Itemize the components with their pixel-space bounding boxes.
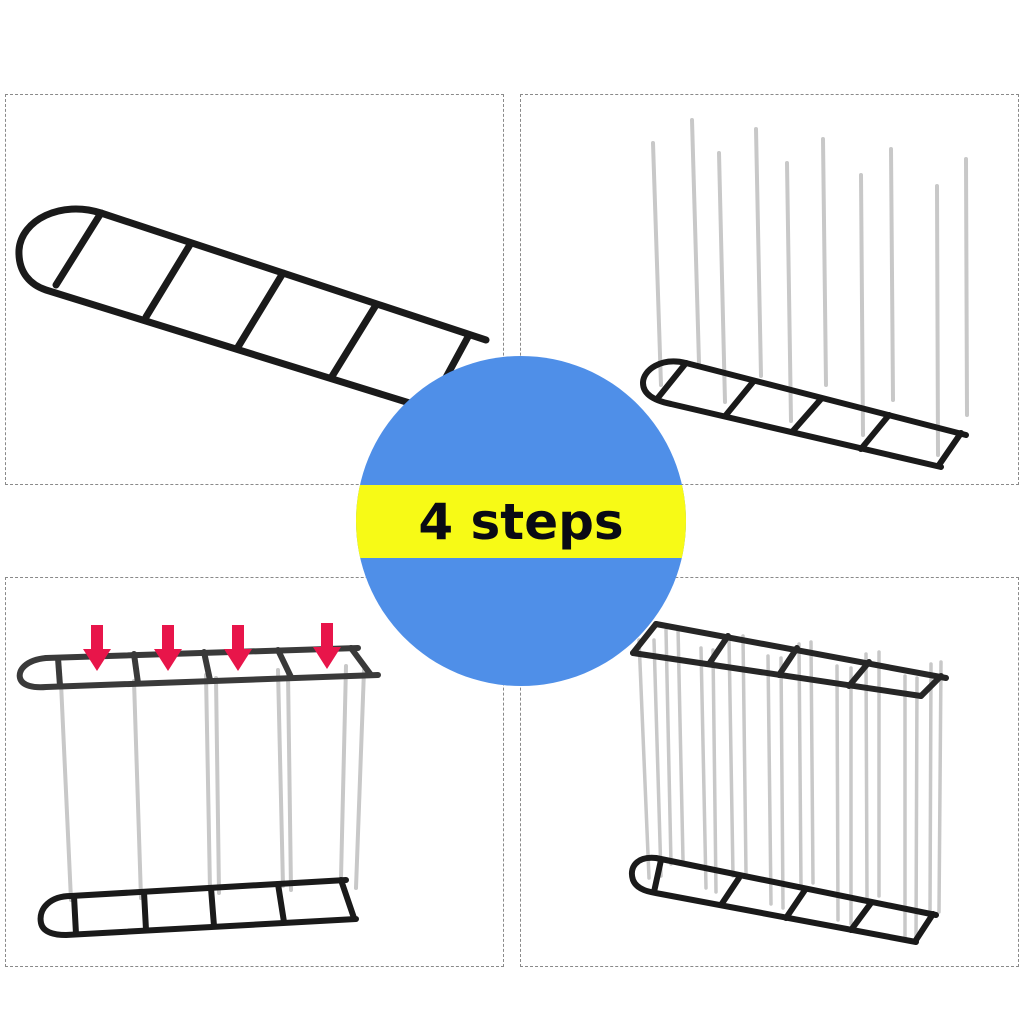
base-with-rods-illustration — [640, 118, 969, 470]
down-arrow-icon — [313, 623, 341, 669]
badge-label: 4 steps — [418, 492, 624, 551]
steps-badge: 4 steps — [356, 356, 686, 686]
assembled-rack-illustration — [629, 621, 949, 945]
down-arrow-icon — [83, 625, 111, 671]
down-arrows — [83, 623, 341, 671]
press-top-frame-illustration — [16, 623, 381, 938]
down-arrow-icon — [224, 625, 252, 671]
down-arrow-icon — [154, 625, 182, 671]
badge-band: 4 steps — [356, 485, 686, 558]
